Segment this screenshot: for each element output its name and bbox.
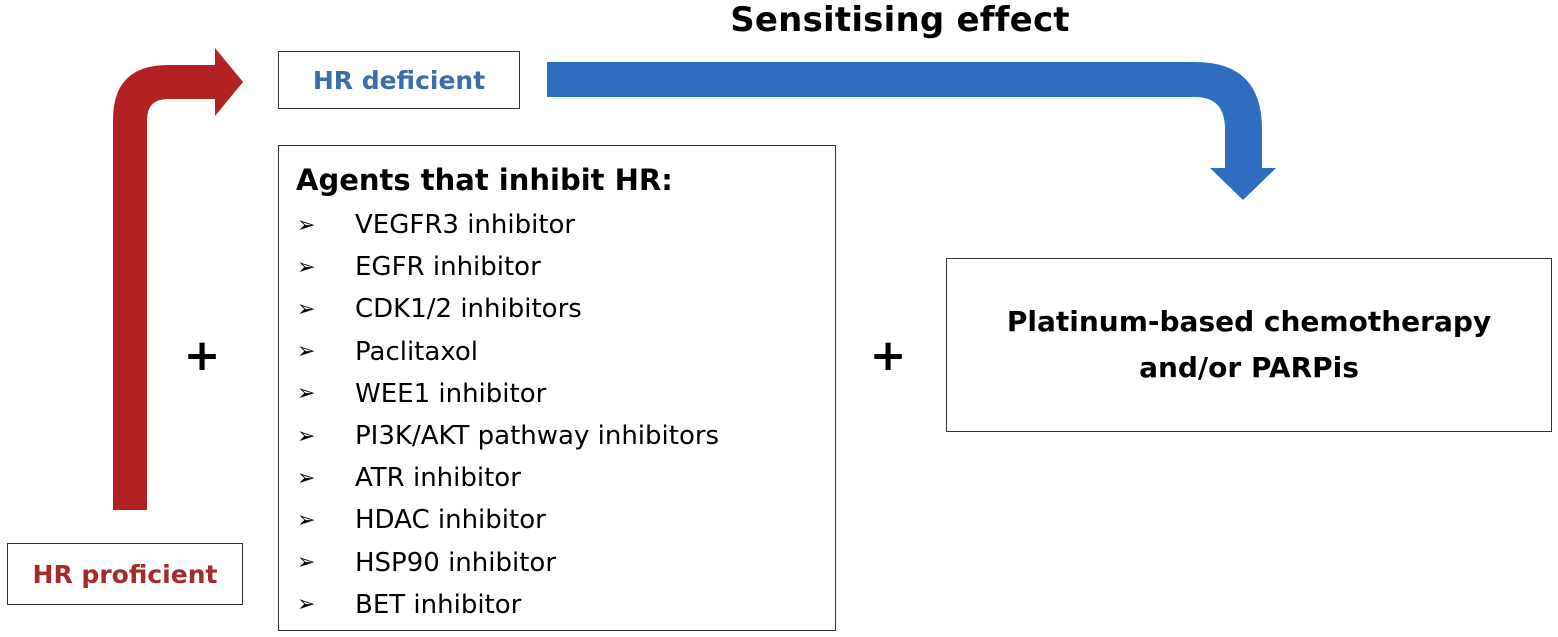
hr-proficient-label: HR proficient <box>32 559 218 589</box>
arrow-bullet-icon: ➢ <box>297 254 316 280</box>
list-item: ➢ BET inhibitor <box>297 584 719 626</box>
list-item: ➢ HDAC inhibitor <box>297 499 719 541</box>
red-arrow <box>113 48 243 510</box>
agent-label: Paclitaxol <box>355 336 479 367</box>
list-item: ➢ Paclitaxol <box>297 331 719 373</box>
agent-label: EGFR inhibitor <box>355 252 541 283</box>
platinum-line-2: and/or PARPis <box>1139 351 1359 384</box>
agent-label: HSP90 inhibitor <box>355 547 557 578</box>
blue-arrow <box>547 62 1276 200</box>
arrow-bullet-icon: ➢ <box>297 507 316 533</box>
list-item: ➢ EGFR inhibitor <box>297 246 719 288</box>
agent-label: CDK1/2 inhibitors <box>355 294 582 325</box>
arrow-bullet-icon: ➢ <box>297 550 316 576</box>
list-item: ➢ CDK1/2 inhibitors <box>297 288 719 330</box>
hr-deficient-box: HR deficient <box>278 51 520 109</box>
plus-sign-left: + <box>183 330 221 381</box>
arrow-bullet-icon: ➢ <box>297 296 316 322</box>
arrow-bullet-icon: ➢ <box>297 465 316 491</box>
platinum-line-1: Platinum-based chemotherapy <box>1006 305 1492 338</box>
list-item: ➢ VEGFR3 inhibitor <box>297 204 719 246</box>
list-item: ➢ PI3K/AKT pathway inhibitors <box>297 415 719 457</box>
arrow-bullet-icon: ➢ <box>297 423 316 449</box>
hr-deficient-label: HR deficient <box>312 65 486 95</box>
agents-heading: Agents that inhibit HR: <box>296 163 673 197</box>
agent-label: PI3K/AKT pathway inhibitors <box>355 421 720 452</box>
platinum-box: Platinum-based chemotherapy and/or PARPi… <box>946 258 1552 432</box>
list-item: ➢ HSP90 inhibitor <box>297 542 719 584</box>
agent-label: WEE1 inhibitor <box>355 378 547 409</box>
arrow-bullet-icon: ➢ <box>297 592 316 618</box>
agent-label: VEGFR3 inhibitor <box>355 210 576 241</box>
arrow-bullet-icon: ➢ <box>297 212 316 238</box>
agent-label: HDAC inhibitor <box>355 505 546 536</box>
agent-label: ATR inhibitor <box>355 463 521 494</box>
arrow-bullet-icon: ➢ <box>297 339 316 365</box>
hr-proficient-box: HR proficient <box>7 543 243 605</box>
arrow-bullet-icon: ➢ <box>297 381 316 407</box>
agents-list: ➢ VEGFR3 inhibitor ➢ EGFR inhibitor ➢ CDK1/… <box>297 204 719 626</box>
list-item: ➢ WEE1 inhibitor <box>297 373 719 415</box>
plus-sign-right: + <box>869 330 907 381</box>
list-item: ➢ ATR inhibitor <box>297 457 719 499</box>
diagram-title: Sensitising effect <box>730 0 1070 40</box>
agent-label: BET inhibitor <box>355 589 522 620</box>
agents-box: Agents that inhibit HR: ➢ VEGFR3 inhibito… <box>278 145 836 631</box>
